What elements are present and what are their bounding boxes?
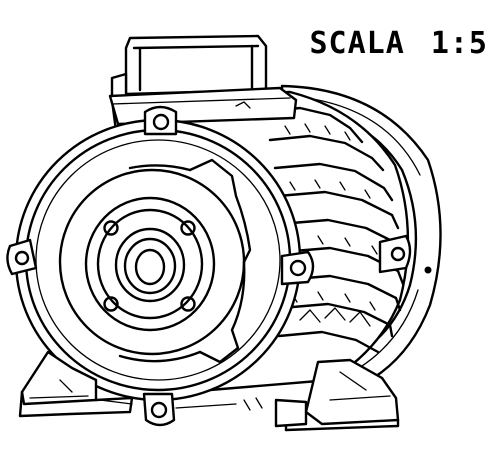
terminal-box — [108, 34, 298, 126]
scale-value: 1:5 — [430, 26, 488, 61]
flange-bolts — [103, 220, 196, 312]
side-lifting-lug — [378, 234, 412, 274]
mounting-foot-right — [274, 358, 400, 432]
scale-word: SCALA — [309, 26, 405, 61]
scale-label: SCALA 1:5 — [310, 26, 489, 61]
left-lifting-eye — [6, 238, 38, 276]
top-lifting-eye — [143, 105, 178, 136]
bottom-lifting-eye — [142, 392, 176, 427]
mounting-foot-left — [18, 350, 134, 418]
right-lifting-eye — [280, 250, 315, 286]
underside-detail — [99, 397, 263, 411]
